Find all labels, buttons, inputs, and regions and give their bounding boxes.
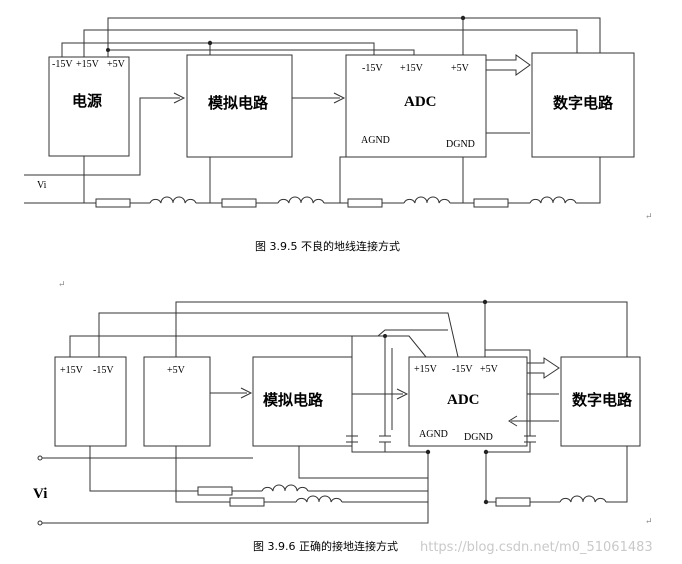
vi-label: Vi <box>37 180 47 191</box>
digital-circuit-box <box>531 52 635 158</box>
adc-pin-neg15: -15V <box>362 63 383 74</box>
inductor-2 <box>277 196 325 204</box>
vi-signal-wire <box>24 97 180 176</box>
junction-dot <box>483 449 489 455</box>
ground-bus <box>24 157 601 204</box>
adc-label: ADC <box>447 392 480 408</box>
vi-return-wire <box>42 452 429 524</box>
rail-top-3 <box>61 42 375 57</box>
watermark: https://blog.csdn.net/m0_51061483 <box>420 540 653 555</box>
power-pin-pos5: +5V <box>107 59 126 70</box>
power-supply-box <box>48 56 130 157</box>
arrow-to-adc <box>396 388 409 400</box>
digital-label: 数字电路 <box>572 391 633 409</box>
arrow-to-analog <box>240 387 253 399</box>
data-bus-arrow-1 <box>486 54 531 76</box>
supply-15v-box <box>54 356 127 447</box>
resistor-a <box>197 486 233 496</box>
inductor-1 <box>149 196 197 204</box>
adc-box <box>408 356 528 447</box>
rail-15v-top <box>98 312 459 358</box>
terminal-vi-top <box>37 455 43 461</box>
arrow-to-adc <box>333 92 346 104</box>
adc-box <box>345 54 487 158</box>
power-pin-pos15: +15V <box>76 59 100 70</box>
data-bus-arrow-1 <box>527 357 560 379</box>
junction-dot <box>383 334 387 338</box>
adc-agnd: AGND <box>419 429 448 440</box>
star-ground-3 <box>175 446 429 503</box>
paragraph-mark: ↵ <box>58 279 66 289</box>
junction-dot <box>482 299 488 305</box>
junction-dot <box>207 40 213 46</box>
adc-pin-pos5: +5V <box>451 63 470 74</box>
resistor-b <box>229 497 265 507</box>
cap-network-right <box>391 348 393 430</box>
supply-pin-pos15: +15V <box>60 365 84 376</box>
digital-label: 数字电路 <box>553 94 614 112</box>
power-label: 电源 <box>72 92 102 110</box>
terminal-vi-bottom <box>37 520 43 526</box>
adc-agnd: AGND <box>361 135 390 146</box>
adc-label: ADC <box>404 94 437 110</box>
junction-dot <box>460 15 466 21</box>
figure-1-caption: 图 3.9.5 不良的地线连接方式 <box>255 239 400 253</box>
agnd-drop <box>339 156 346 203</box>
star-ground-2 <box>89 446 429 492</box>
resistor-c <box>495 497 531 507</box>
adc-pin-pos15: +15V <box>400 63 424 74</box>
junction-dot <box>425 449 431 455</box>
junction-dot <box>483 499 489 505</box>
cap-5v <box>485 349 536 453</box>
figure-2: +15V -15V +5V 模拟电路 +15V -15V +5V ADC AGN… <box>33 299 653 555</box>
junction-dot <box>106 48 110 52</box>
cap-network-mid <box>377 329 448 452</box>
inductor-4 <box>529 196 577 204</box>
inductor-a <box>261 484 309 492</box>
rail-5v-top <box>175 301 628 357</box>
analog-circuit-box <box>186 54 293 158</box>
figure-2-caption: 图 3.9.6 正确的接地连接方式 <box>253 539 398 553</box>
adc-pin-pos15: +15V <box>414 364 438 375</box>
inductor-3 <box>403 196 451 204</box>
figure-1: -15V +15V +5V 电源 模拟电路 -15V +15V +5V ADC … <box>24 15 653 289</box>
arrow-to-adc-back <box>508 415 518 427</box>
analog-label: 模拟电路 <box>208 94 269 112</box>
adc-pin-pos5: +5V <box>480 364 499 375</box>
analog-label: 模拟电路 <box>263 391 324 409</box>
adc-dgnd: DGND <box>464 432 493 443</box>
rail-top-1 <box>107 17 601 57</box>
rail-neg15v-top <box>69 335 427 358</box>
resistor-4 <box>473 198 509 208</box>
rail-top-4 <box>108 49 415 55</box>
paragraph-mark: ↵ <box>645 211 653 221</box>
digital-circuit-box <box>560 356 641 447</box>
cap-network-left <box>346 336 428 453</box>
power-pin-neg15: -15V <box>52 59 73 70</box>
resistor-2 <box>221 198 257 208</box>
adc-pin-neg15: -15V <box>452 364 473 375</box>
supply-pin-pos5: +5V <box>167 365 186 376</box>
inductor-c <box>559 495 607 503</box>
resistor-3 <box>347 198 383 208</box>
vi-label: Vi <box>33 486 47 502</box>
paragraph-mark: ↵ <box>645 516 653 526</box>
star-ground-1 <box>298 446 429 479</box>
inductor-b <box>295 495 343 503</box>
resistor-1 <box>95 198 131 208</box>
adc-dgnd: DGND <box>446 139 475 150</box>
arrow-to-analog <box>173 92 186 104</box>
supply-5v-box <box>143 356 211 447</box>
dgnd-drop <box>485 446 628 503</box>
analog-circuit-box <box>252 356 353 447</box>
supply-pin-neg15: -15V <box>93 365 114 376</box>
